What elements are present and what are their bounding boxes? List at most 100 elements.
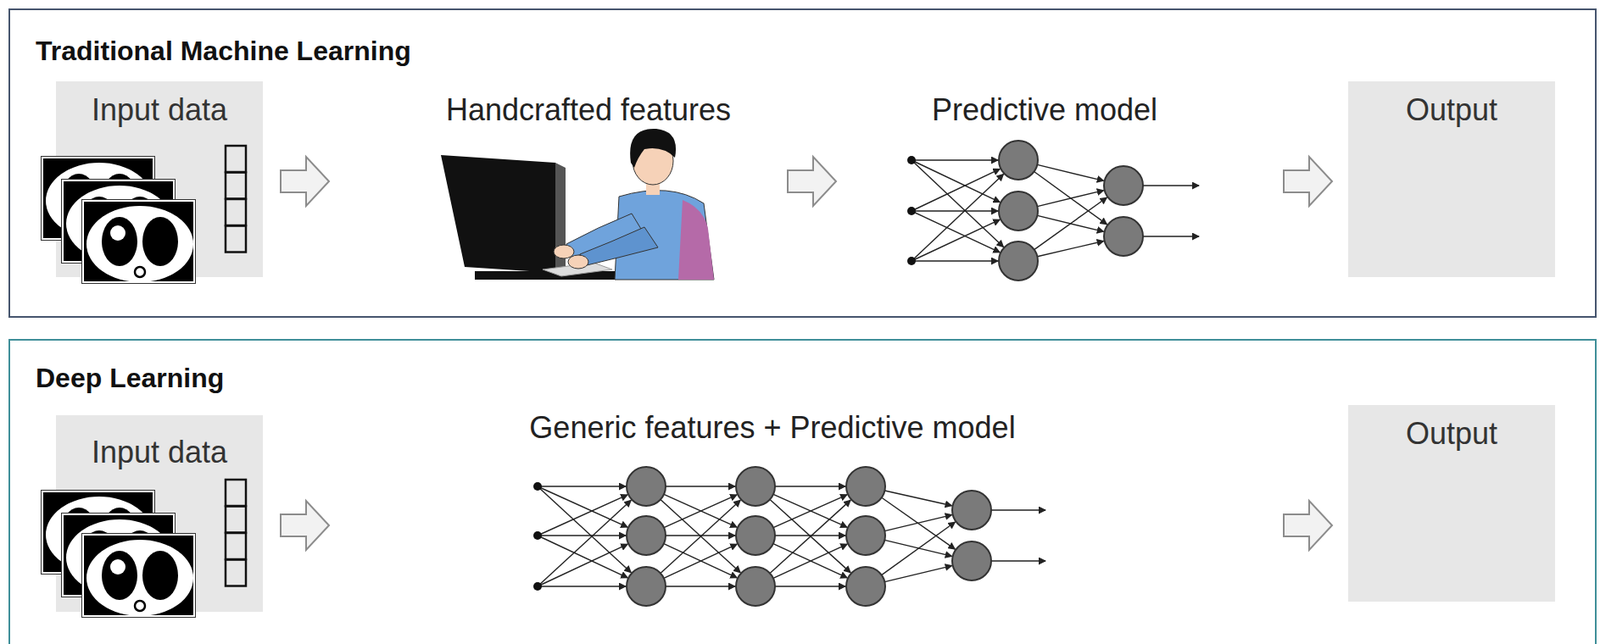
- network-link: [774, 535, 846, 536]
- box-label: Input data: [91, 434, 228, 471]
- face: [632, 137, 674, 185]
- network-link: [663, 494, 737, 528]
- network-output: [1142, 235, 1199, 237]
- vector-cell: [225, 533, 246, 560]
- block-arrow: [280, 156, 329, 207]
- stage-box: Output: [1348, 405, 1556, 603]
- network-link: [665, 485, 736, 487]
- box-label: Input data: [91, 91, 228, 129]
- network-link: [773, 495, 848, 529]
- network-link: [665, 535, 736, 536]
- network-link: [537, 535, 626, 536]
- sweater: [614, 190, 714, 280]
- network-link: [773, 544, 848, 579]
- ct-stack: [40, 156, 196, 285]
- neuron: [626, 567, 666, 607]
- vector-cell: [225, 507, 246, 534]
- network-link: [660, 500, 741, 574]
- neuron: [998, 241, 1038, 281]
- ct-stack: [40, 490, 196, 619]
- ct-slice: [40, 490, 156, 575]
- network-link: [911, 160, 1004, 248]
- network-link: [911, 168, 1000, 212]
- network-link: [1036, 240, 1104, 257]
- stage-box: Input data: [55, 415, 263, 613]
- network-link: [911, 219, 1000, 262]
- network-link: [1034, 197, 1108, 251]
- neuron: [846, 467, 886, 507]
- network-link: [773, 494, 848, 528]
- network-link: [665, 585, 736, 587]
- box-label: Output: [1405, 91, 1498, 129]
- network-link: [537, 585, 626, 587]
- neuron: [735, 567, 775, 607]
- network-link: [769, 499, 851, 573]
- network-output: [1142, 184, 1199, 186]
- network-link: [774, 585, 846, 587]
- network-link: [774, 485, 846, 487]
- section-panel: Deep LearningInput data Output: [8, 339, 1597, 644]
- hand: [553, 245, 575, 259]
- stage-label: Handcrafted features: [445, 91, 731, 129]
- block-arrow: [280, 501, 329, 551]
- network-output: [991, 509, 1046, 511]
- neuron: [626, 467, 666, 507]
- network-link: [660, 500, 741, 574]
- network-link: [537, 535, 628, 579]
- neuron: [1103, 217, 1143, 257]
- network-link: [663, 544, 737, 579]
- network-link: [881, 522, 956, 576]
- hand: [568, 255, 589, 269]
- input-dot: [907, 206, 916, 216]
- block-arrow: [1283, 501, 1333, 551]
- network-link: [537, 485, 626, 487]
- vector-cell: [225, 199, 246, 226]
- neuron: [1103, 166, 1143, 206]
- neuron: [846, 567, 886, 607]
- network-link: [773, 544, 848, 579]
- network-link: [884, 566, 952, 583]
- arm: [566, 213, 647, 258]
- network-output: [991, 560, 1046, 562]
- neuron: [735, 516, 775, 556]
- network-link: [537, 544, 628, 587]
- hair: [629, 128, 676, 168]
- network-link: [769, 500, 851, 574]
- network-link: [881, 497, 956, 550]
- network-link: [1036, 215, 1104, 232]
- neuron: [998, 191, 1038, 231]
- neuron: [952, 541, 992, 581]
- arm: [579, 227, 658, 267]
- stage-label: Predictive model: [931, 91, 1158, 129]
- feature-vector: [225, 479, 246, 587]
- network-link: [884, 515, 952, 532]
- section-title: Deep Learning: [35, 362, 224, 395]
- vector-cell: [225, 172, 246, 200]
- stage-box: Output: [1348, 81, 1556, 278]
- neuron: [998, 140, 1038, 180]
- ct-slice: [61, 178, 176, 264]
- feature-vector: [225, 145, 246, 253]
- section-title: Traditional Machine Learning: [35, 34, 412, 67]
- input-dot: [533, 582, 542, 591]
- vector-cell: [225, 226, 246, 253]
- network-link: [537, 500, 631, 587]
- network-link: [537, 495, 628, 536]
- vector-cell: [225, 145, 246, 173]
- neural-network: [533, 467, 1046, 607]
- network-link: [1034, 172, 1108, 225]
- input-dot: [907, 256, 916, 266]
- vector-cell: [225, 479, 246, 507]
- vector-cell: [225, 560, 246, 587]
- neural-network: [907, 140, 1199, 281]
- network-link: [1036, 164, 1104, 181]
- network-link: [663, 495, 737, 529]
- network-link: [1036, 190, 1104, 207]
- network-link: [884, 490, 952, 507]
- network-link: [911, 211, 1000, 253]
- ct-slice: [81, 199, 196, 285]
- neck: [646, 179, 660, 196]
- neuron: [735, 467, 775, 507]
